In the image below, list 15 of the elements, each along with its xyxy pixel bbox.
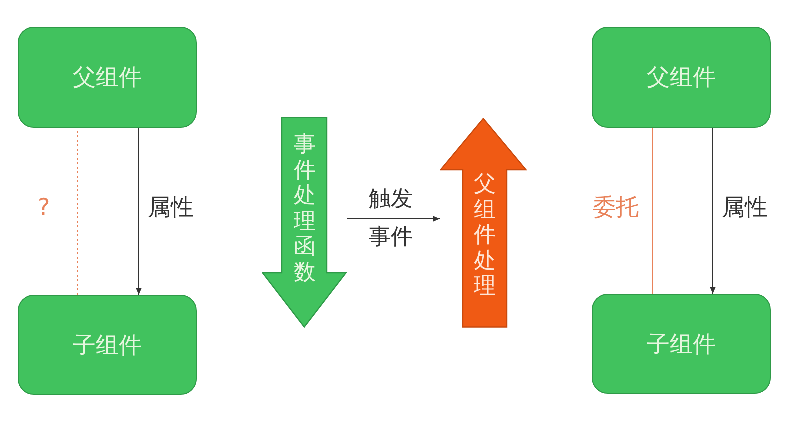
component-box: 子组件 [592,294,771,394]
edge-label: ? [38,197,50,220]
edge-label: 属性 [148,197,194,220]
component-box: 父组件 [592,27,771,128]
component-box: 父组件 [18,27,197,128]
arrow [136,128,142,296]
up-arrow: 父组件处理 [440,118,527,328]
component-box: 子组件 [18,295,197,395]
down-arrow: 事件处理函数 [262,117,347,328]
edge-label: 委托 [593,197,639,220]
connector-line [652,128,654,294]
edge-label: 触发事件 [368,186,414,252]
arrow [346,216,440,222]
edge-label: 属性 [722,197,768,220]
arrow [710,128,716,294]
